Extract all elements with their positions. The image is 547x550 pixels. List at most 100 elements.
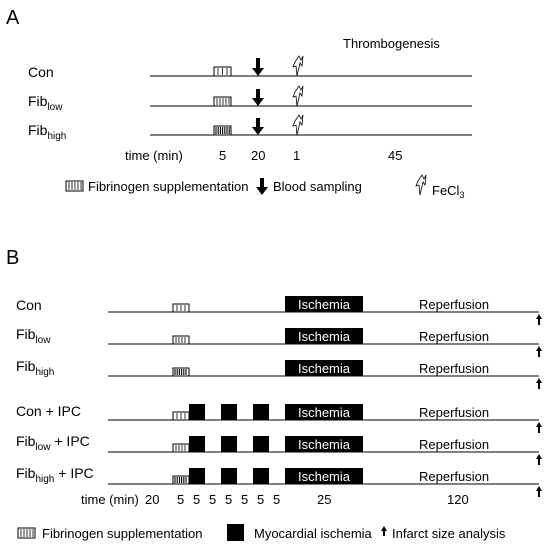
time-value: 20 bbox=[145, 492, 159, 507]
panel-a-label: A bbox=[6, 7, 20, 29]
reperfusion-label: Reperfusion bbox=[419, 405, 489, 420]
ipc-ischemia-block bbox=[253, 436, 269, 452]
fibrinogen-box bbox=[213, 66, 232, 77]
row-label: Fiblow bbox=[28, 93, 63, 113]
ischemia-label: Ischemia bbox=[298, 361, 351, 376]
row-label: Fibhigh + IPC bbox=[16, 465, 94, 485]
ipc-ischemia-block bbox=[253, 404, 269, 420]
time-value: 25 bbox=[317, 492, 331, 507]
blood-sampling-arrow bbox=[252, 58, 264, 76]
time-value: 5 bbox=[177, 492, 184, 507]
thrombogenesis-header: Thrombogenesis bbox=[343, 36, 440, 51]
fibrinogen-box bbox=[172, 303, 190, 313]
ipc-ischemia-block bbox=[221, 436, 237, 452]
infarct-arrow-icon bbox=[536, 378, 542, 389]
row-label: Fibhigh bbox=[28, 122, 66, 142]
time-value: 20 bbox=[251, 148, 265, 163]
ischemia-label: Ischemia bbox=[298, 297, 351, 312]
fibrinogen-box bbox=[172, 367, 190, 377]
fibrinogen-box bbox=[213, 96, 232, 107]
row-label: Con bbox=[28, 64, 54, 80]
time-value: 5 bbox=[209, 492, 216, 507]
fecl3-lightning-icon bbox=[292, 85, 304, 107]
panel-a-time-axis: time (min) 5 20 1 45 bbox=[125, 148, 402, 163]
panel-a-row-con: Con bbox=[28, 55, 472, 80]
reperfusion-label: Reperfusion bbox=[419, 469, 489, 484]
ipc-ischemia-block bbox=[189, 404, 205, 420]
fibrinogen-box bbox=[172, 411, 190, 421]
fibrinogen-box bbox=[213, 125, 232, 136]
panel-b-row-fib-high-ipc: Fibhigh + IPC Ischemia Reperfusion bbox=[16, 465, 542, 497]
infarct-arrow-icon bbox=[536, 422, 542, 433]
panel-b-row-fib-low-ipc: Fiblow + IPC Ischemia Reperfusion bbox=[16, 433, 542, 465]
infarct-arrow-icon bbox=[536, 346, 542, 357]
time-label: time (min) bbox=[81, 492, 139, 507]
panel-b-row-fib-low: Fiblow Ischemia Reperfusion bbox=[16, 326, 542, 357]
fecl3-legend-icon bbox=[415, 174, 427, 196]
ipc-ischemia-block bbox=[189, 436, 205, 452]
panel-b-time-axis: time (min) 20 5 5 5 5 5 5 5 25 120 bbox=[81, 492, 469, 507]
panel-b-label: B bbox=[6, 247, 19, 269]
fibrinogen-legend-label: Fibrinogen supplementation bbox=[88, 179, 248, 194]
panel-b-row-fib-high: Fibhigh Ischemia Reperfusion bbox=[16, 358, 542, 389]
time-value: 5 bbox=[219, 148, 226, 163]
fibrinogen-legend-icon bbox=[17, 527, 36, 539]
row-label: Fiblow + IPC bbox=[16, 433, 90, 453]
row-label: Fiblow bbox=[16, 326, 51, 346]
panel-b-row-con: Con Ischemia Reperfusion bbox=[16, 296, 542, 325]
panel-b-legend: Fibrinogen supplementation Myocardial is… bbox=[17, 524, 506, 541]
ipc-ischemia-block bbox=[253, 468, 269, 484]
blood-sampling-arrow bbox=[252, 118, 264, 135]
blood-sampling-legend-label: Blood sampling bbox=[273, 179, 362, 194]
ischemia-label: Ischemia bbox=[298, 405, 351, 420]
row-label: Fibhigh bbox=[16, 358, 54, 378]
time-value: 5 bbox=[225, 492, 232, 507]
infarct-arrow-icon bbox=[536, 454, 542, 465]
panel-a-row-fib-high: Fibhigh bbox=[28, 114, 472, 142]
time-value: 1 bbox=[293, 148, 300, 163]
fibrinogen-box bbox=[172, 443, 190, 453]
ischemia-block bbox=[285, 360, 363, 376]
fibrinogen-legend-icon bbox=[65, 180, 84, 192]
infarct-arrow-icon bbox=[536, 486, 542, 497]
panel-b-row-con-ipc: Con + IPC Ischemia Reperfusion bbox=[16, 403, 542, 433]
ischemia-label: Ischemia bbox=[298, 469, 351, 484]
panel-a-row-fib-low: Fiblow bbox=[28, 85, 472, 113]
time-value: 5 bbox=[257, 492, 264, 507]
fecl3-lightning-icon bbox=[292, 55, 304, 77]
ischemia-label: Ischemia bbox=[298, 329, 351, 344]
fecl3-legend-label: FeCl3 bbox=[432, 183, 464, 200]
ischemia-block bbox=[285, 436, 363, 452]
ipc-ischemia-block bbox=[221, 468, 237, 484]
ischemia-block bbox=[285, 404, 363, 420]
row-label: Con bbox=[16, 297, 42, 313]
ischemia-legend-icon bbox=[227, 524, 244, 541]
reperfusion-label: Reperfusion bbox=[419, 437, 489, 452]
ischemia-legend-label: Myocardial ischemia bbox=[254, 526, 373, 541]
reperfusion-label: Reperfusion bbox=[419, 361, 489, 376]
time-value: 120 bbox=[447, 492, 469, 507]
ischemia-block bbox=[285, 328, 363, 344]
fibrinogen-legend-label: Fibrinogen supplementation bbox=[42, 526, 202, 541]
panel-b: B Con Ischemia Reperfusion Fiblow bbox=[6, 247, 542, 541]
time-value: 45 bbox=[388, 148, 402, 163]
ipc-ischemia-block bbox=[189, 468, 205, 484]
infarct-legend-icon bbox=[381, 526, 387, 536]
blood-sampling-arrow bbox=[252, 89, 264, 106]
fecl3-lightning-icon bbox=[292, 114, 304, 136]
ischemia-block bbox=[285, 468, 363, 484]
reperfusion-label: Reperfusion bbox=[419, 297, 489, 312]
blood-sampling-legend-icon bbox=[256, 178, 268, 195]
fibrinogen-box bbox=[172, 475, 190, 485]
time-value: 5 bbox=[241, 492, 248, 507]
infarct-legend-label: Infarct size analysis bbox=[392, 526, 506, 541]
reperfusion-label: Reperfusion bbox=[419, 329, 489, 344]
time-value: 5 bbox=[273, 492, 280, 507]
panel-a: A Thrombogenesis Con Fiblow bbox=[6, 7, 472, 200]
row-label: Con + IPC bbox=[16, 403, 81, 419]
time-label: time (min) bbox=[125, 148, 183, 163]
ischemia-label: Ischemia bbox=[298, 437, 351, 452]
ipc-ischemia-block bbox=[221, 404, 237, 420]
fibrinogen-box bbox=[172, 335, 190, 345]
